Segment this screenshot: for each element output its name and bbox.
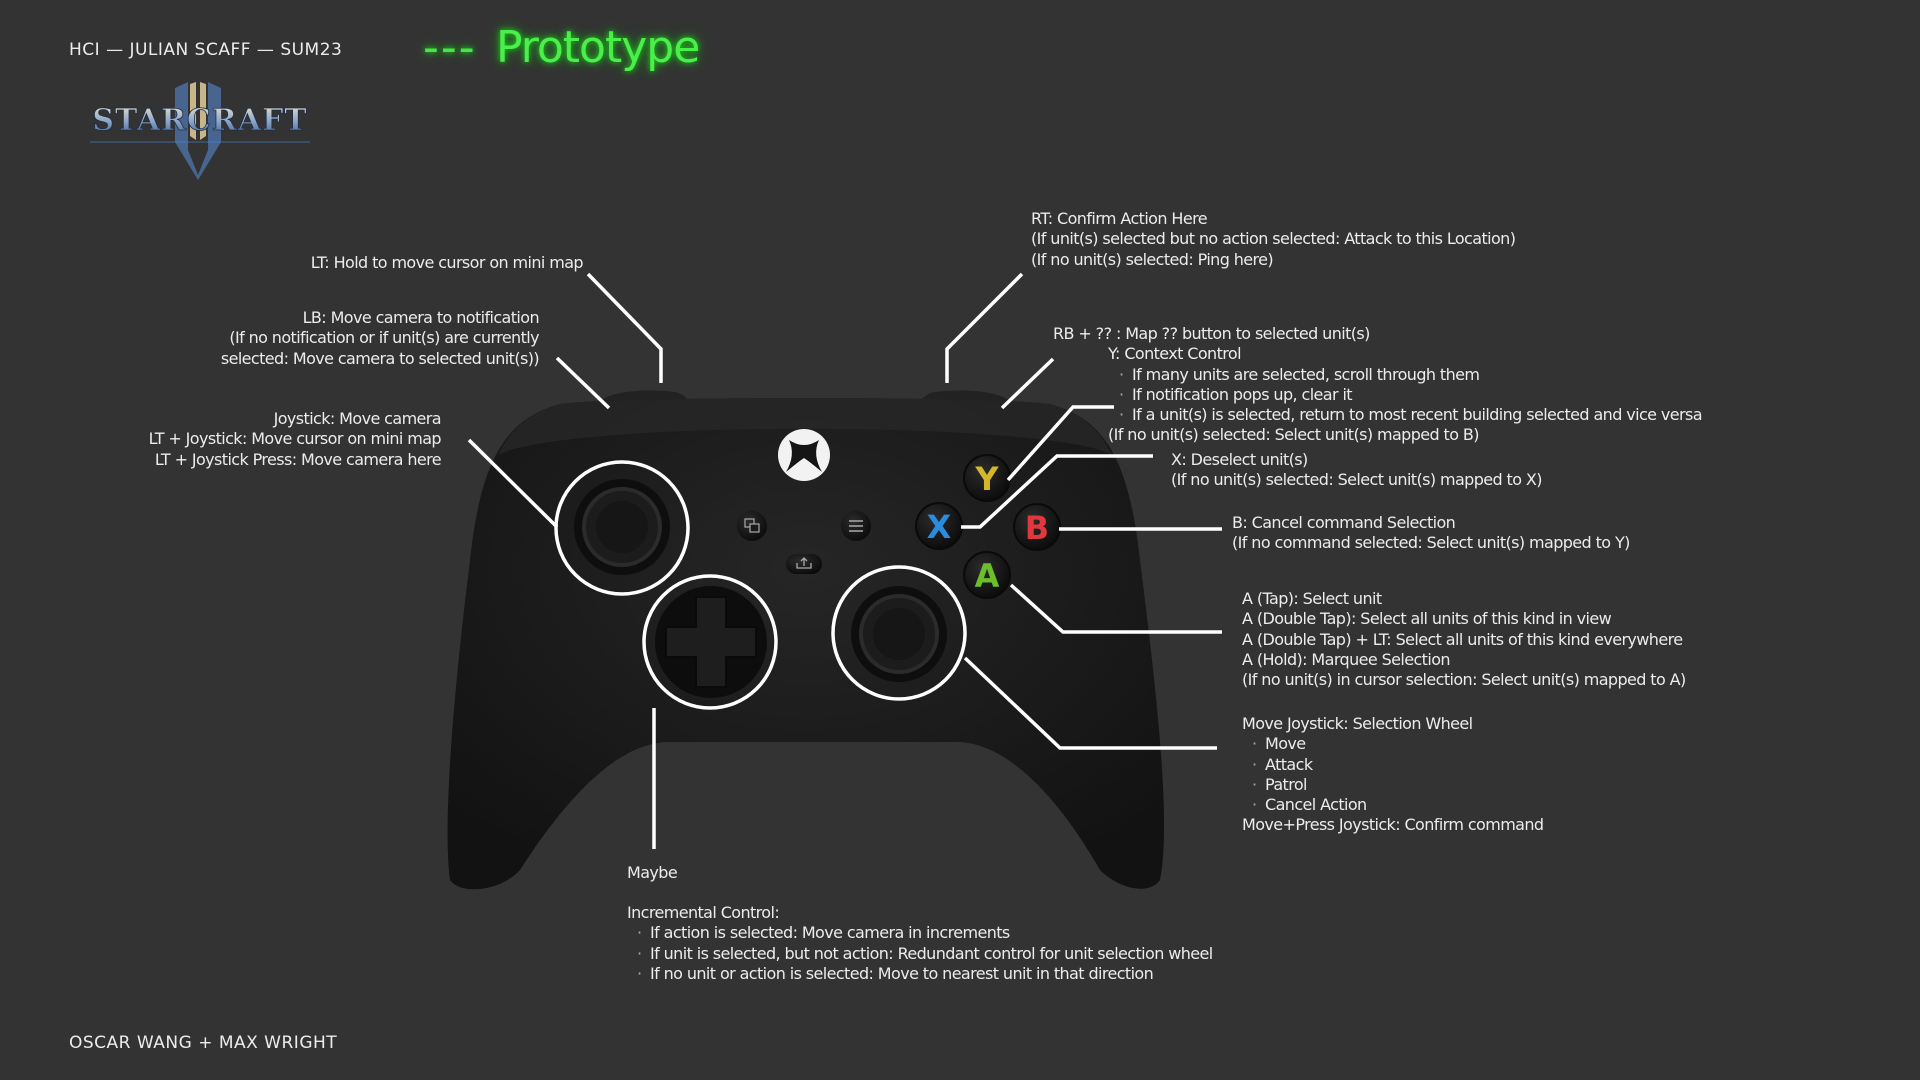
rb-callout-line [1000, 357, 1055, 410]
a-text: A (Double Tap) + LT: Select all units of… [1242, 629, 1683, 649]
b-annotation: B: Cancel command Selection (If no comma… [1232, 513, 1630, 554]
title-dashes: --- [423, 22, 477, 73]
y-bullet: If notification pops up, clear it [1119, 385, 1702, 406]
right-stick-footer: Move+Press Joystick: Confirm command [1242, 815, 1544, 835]
y-button-label: Y [974, 460, 999, 498]
wheel-option: Attack [1252, 755, 1544, 776]
wheel-option: Patrol [1252, 775, 1544, 796]
rt-callout-line [945, 272, 1024, 383]
lt-callout-line [586, 272, 663, 383]
dpad-highlight [642, 574, 778, 710]
a-text: A (Double Tap): Select all units of this… [1242, 609, 1612, 629]
lb-text: (If no notification or if unit(s) are cu… [229, 328, 539, 348]
x-callout-line [961, 454, 1153, 529]
x-annotation: X: Deselect unit(s) (If no unit(s) selec… [1171, 450, 1543, 491]
dpad-annotation: Incremental Control: If action is select… [627, 903, 1213, 984]
y-title: Y: Context Control [1108, 344, 1242, 364]
rt-annotation: RT: Confirm Action Here (If unit(s) sele… [1031, 209, 1516, 270]
lb-text: selected: Move camera to selected unit(s… [220, 348, 540, 368]
b-text: (If no command selected: Select unit(s) … [1232, 533, 1630, 553]
x-text: (If no unit(s) selected: Select unit(s) … [1171, 470, 1543, 490]
left-stick-text: Joystick: Move camera [273, 409, 442, 428]
a-text: A (Hold): Marquee Selection [1242, 649, 1451, 669]
left-joystick [574, 479, 670, 575]
course-header: HCI — JULIAN SCAFF — SUM23 [69, 40, 343, 60]
dpad [655, 586, 767, 698]
left-stick-text: LT + Joystick: Move cursor on mini map [148, 429, 442, 449]
x-button-label: X [927, 508, 952, 546]
right-stick-highlight [831, 565, 967, 701]
x-button: X [915, 502, 963, 550]
y-button: Y [963, 454, 1011, 502]
right-stick-annotation: Move Joystick: Selection Wheel Move Atta… [1242, 714, 1544, 836]
svg-text:STARCRAFT: STARCRAFT [92, 103, 307, 138]
a-callout-line [1009, 583, 1222, 634]
right-stick-title: Move Joystick: Selection Wheel [1242, 714, 1473, 733]
lt-annotation: LT: Hold to move cursor on mini map [310, 253, 584, 273]
a-button-label: A [975, 557, 1000, 595]
view-button [737, 511, 767, 541]
rt-text: (If no unit(s) selected: Ping here) [1031, 249, 1274, 269]
wheel-option: Move [1252, 734, 1544, 755]
left-stick-annotation: Joystick: Move camera LT + Joystick: Mov… [148, 409, 442, 470]
y-bullet: If many units are selected, scroll throu… [1119, 365, 1702, 386]
page-title: Prototype [496, 22, 700, 73]
lb-annotation: LB: Move camera to notification (If no n… [220, 308, 540, 369]
b-text: B: Cancel command Selection [1232, 513, 1456, 532]
dpad-title: Incremental Control: [627, 903, 780, 922]
menu-button [841, 511, 871, 541]
right-joystick [851, 586, 947, 682]
dpad-maybe: Maybe [627, 863, 678, 882]
dpad-bullet: If action is selected: Move camera in in… [637, 923, 1213, 944]
dpad-bullet: If no unit or action is selected: Move t… [637, 964, 1213, 985]
y-fallback: (If no unit(s) selected: Select unit(s) … [1108, 425, 1480, 445]
rb-text: RB + ?? : Map ?? button to selected unit… [1053, 324, 1370, 343]
wheel-option: Cancel Action [1252, 795, 1544, 816]
a-text: A (Tap): Select unit [1242, 589, 1382, 608]
rt-text: (If unit(s) selected but no action selec… [1031, 229, 1516, 249]
b-button: B [1013, 503, 1061, 551]
left-stick-text: LT + Joystick Press: Move camera here [154, 449, 442, 469]
lb-text: LB: Move camera to notification [302, 308, 540, 327]
right-stick-callout-line [963, 656, 1217, 750]
a-text: (If no unit(s) in cursor selection: Sele… [1242, 670, 1686, 690]
x-text: X: Deselect unit(s) [1171, 450, 1308, 469]
y-bullet: If a unit(s) is selected, return to most… [1119, 405, 1703, 426]
rb-y-annotation: RB + ?? : Map ?? button to selected unit… [1053, 324, 1703, 446]
lb-callout-line [555, 356, 611, 410]
y-callout-line [1006, 405, 1114, 482]
rt-text: RT: Confirm Action Here [1031, 209, 1208, 228]
b-button-label: B [1025, 509, 1049, 547]
a-button: A [963, 551, 1011, 599]
a-annotation: A (Tap): Select unit A (Double Tap): Sel… [1242, 589, 1686, 690]
lt-text: LT: Hold to move cursor on mini map [310, 253, 584, 272]
dpad-bullet: If unit is selected, but not action: Red… [637, 944, 1213, 965]
starcraft-logo: STARCRAFT [90, 82, 310, 180]
authors-footer: OSCAR WANG + MAX WRIGHT [69, 1033, 338, 1053]
xbox-logo-icon [778, 429, 830, 481]
share-button [786, 554, 822, 574]
left-stick-callout-line [467, 438, 559, 529]
